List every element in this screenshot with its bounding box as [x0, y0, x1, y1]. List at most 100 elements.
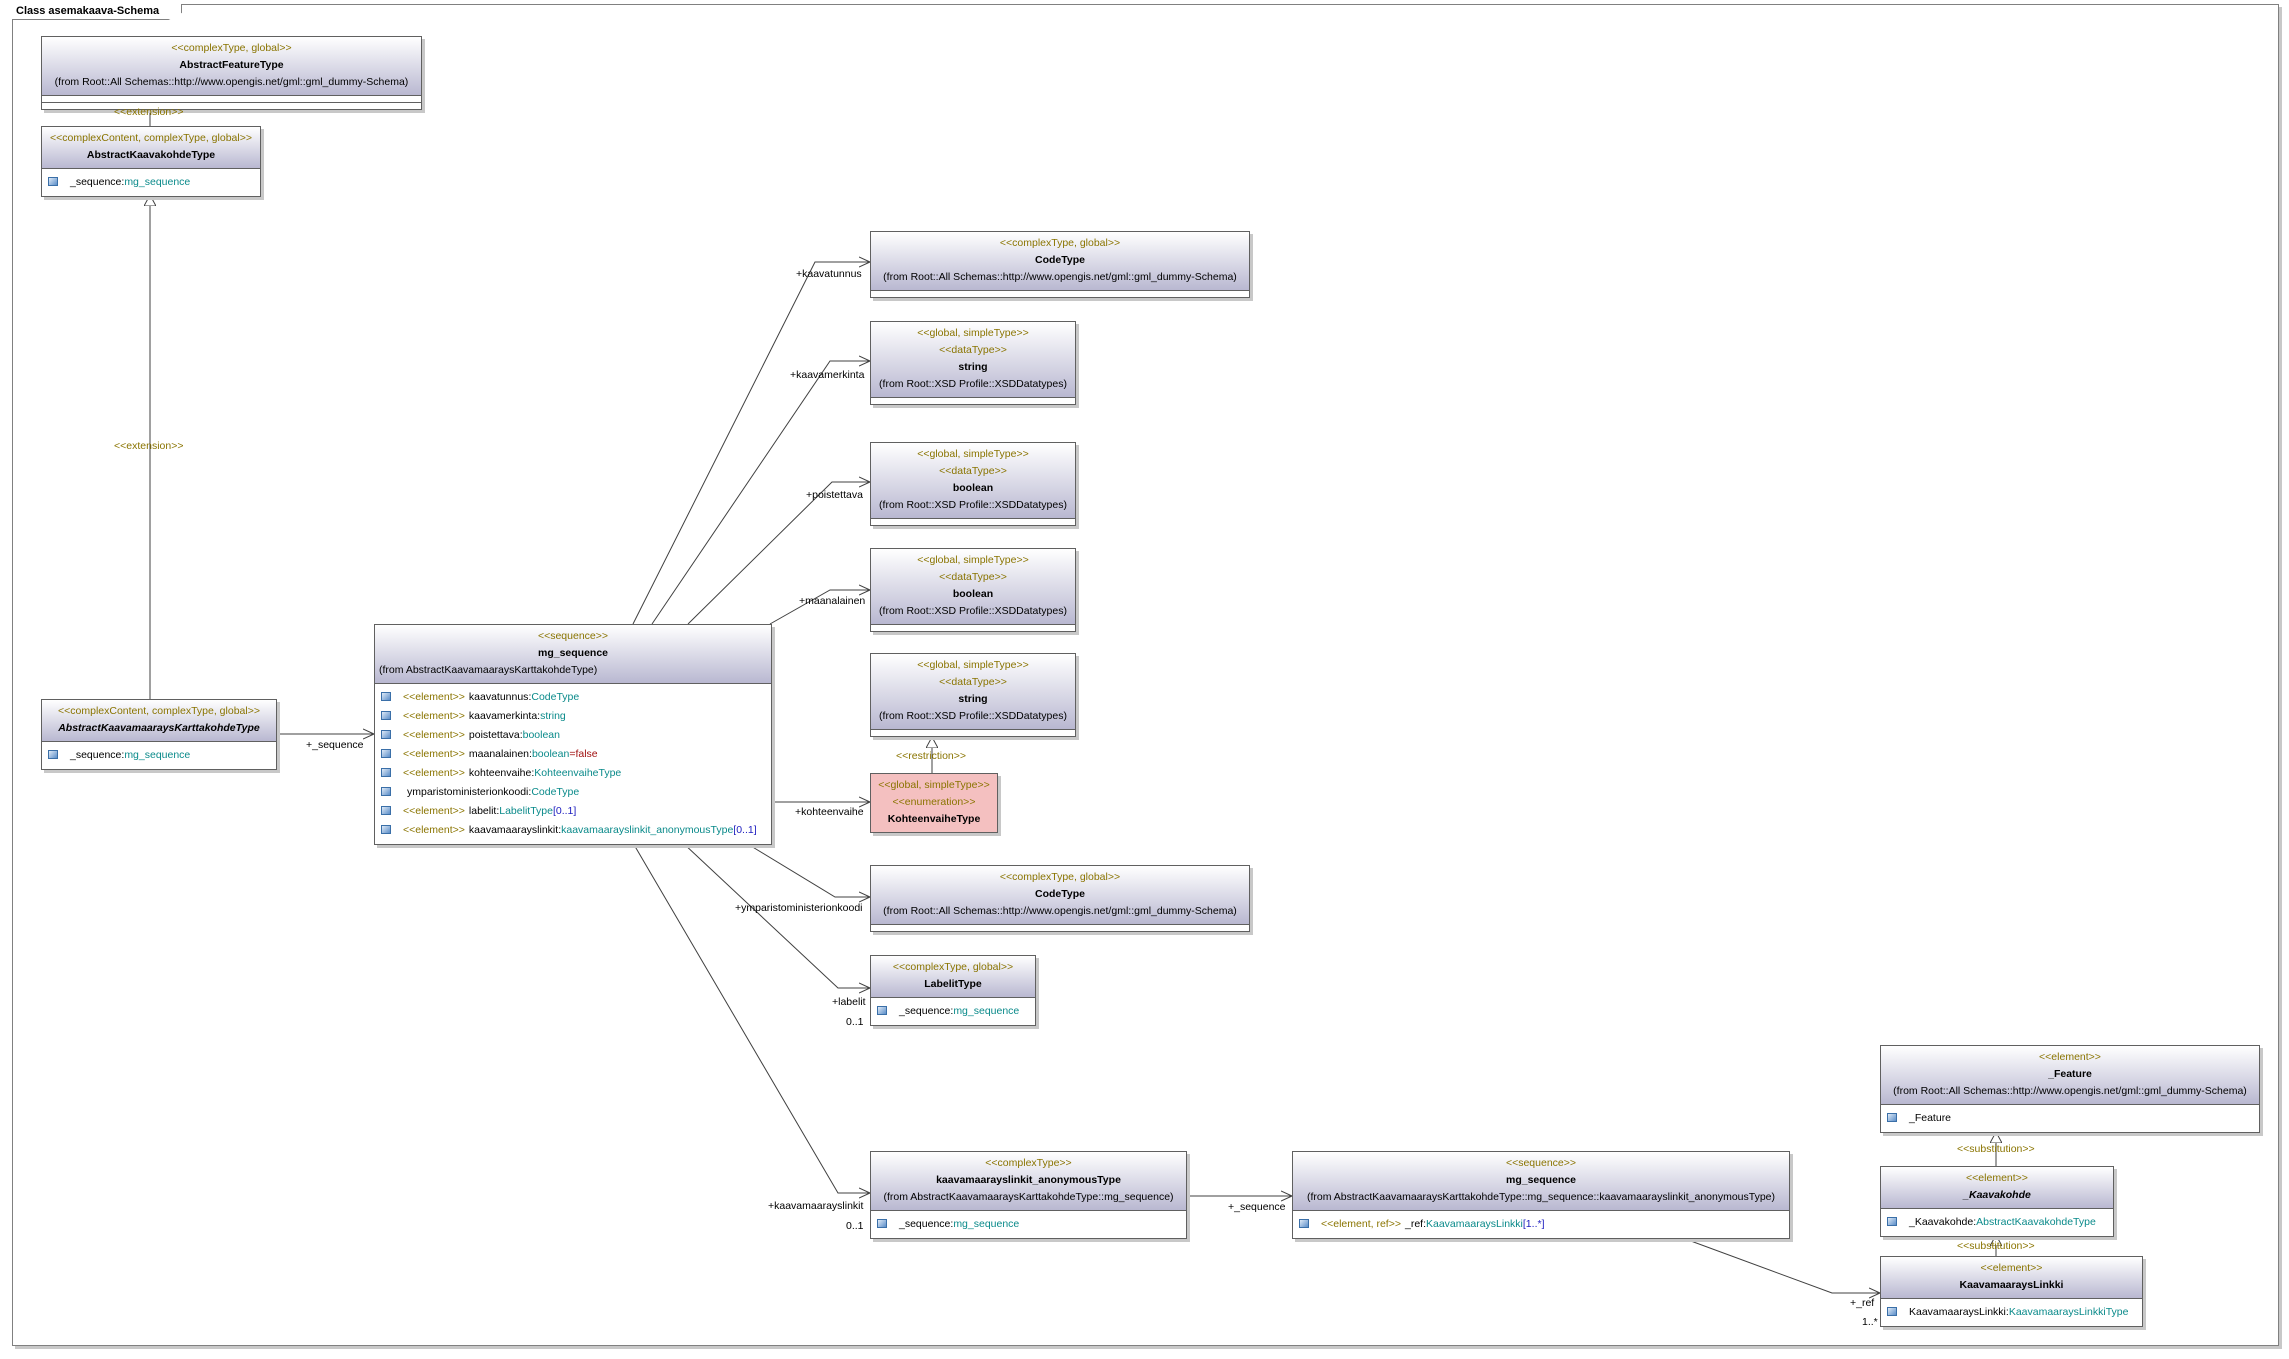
attribute-icon: [381, 749, 391, 758]
stereotype: <<complexContent, complexType, global>>: [50, 132, 252, 144]
label-role-kaavamerkinta: +kaavamerkinta: [790, 369, 865, 381]
attribute-row[interactable]: <<element>>kaavatunnus:CodeType: [375, 688, 771, 707]
attribute-row[interactable]: KaavamaaraysLinkki:KaavamaaraysLinkkiTyp…: [1881, 1303, 2142, 1322]
assoc-kaavamaarayslinkit: [632, 842, 870, 1193]
class-kaavakohde[interactable]: <<element>> _Kaavakohde _Kaavakohde:Abst…: [1880, 1166, 2114, 1237]
attribute-row[interactable]: _sequence:mg_sequence: [42, 746, 276, 765]
diagram-title: Class asemakaava-Schema: [12, 4, 183, 20]
class-codetype-2[interactable]: <<complexType, global>> CodeType (from R…: [870, 865, 1250, 932]
class-header: <<complexContent, complexType, global>> …: [42, 700, 276, 742]
class-origin: (from AbstractKaavamaaraysKarttakohdeTyp…: [1306, 1191, 1776, 1203]
attribute-compartment: [871, 291, 1249, 297]
attribute-row[interactable]: _sequence:mg_sequence: [871, 1215, 1186, 1234]
class-header: <<element>> _Kaavakohde: [1881, 1167, 2113, 1209]
class-origin: (from Root::XSD Profile::XSDDatatypes): [879, 605, 1067, 617]
class-kaavamaarayslinkit-anonymous-type[interactable]: <<complexType>> kaavamaarayslinkit_anony…: [870, 1151, 1187, 1239]
attribute-compartment: KaavamaaraysLinkki:KaavamaaraysLinkkiTyp…: [1881, 1299, 2142, 1326]
label-role-labelit: +labelit: [832, 996, 866, 1008]
attribute-row[interactable]: _Kaavakohde:AbstractKaavakohdeType: [1881, 1213, 2113, 1232]
attribute-row[interactable]: <<element, ref>>_ref:KaavamaaraysLinkki[…: [1293, 1215, 1789, 1234]
attribute-row[interactable]: <<element>>poistettava:boolean: [375, 726, 771, 745]
attribute-compartment: [871, 730, 1075, 736]
assoc-labelit: [682, 842, 870, 988]
label-role-poistettava: +poistettava: [806, 489, 863, 501]
stereotype: <<complexType, global>>: [171, 42, 292, 54]
class-header: <<element>> KaavamaaraysLinkki: [1881, 1257, 2142, 1299]
stereotype: <<sequence>>: [537, 630, 609, 642]
attribute-icon: [877, 1006, 887, 1015]
attribute-row[interactable]: _Feature: [1881, 1109, 2259, 1128]
class-feature[interactable]: <<element>> _Feature (from Root::All Sch…: [1880, 1045, 2260, 1133]
label-mult-ref: 1..*: [1862, 1316, 1878, 1328]
class-origin: (from Root::XSD Profile::XSDDatatypes): [879, 378, 1067, 390]
label-role-kaavamaarayslinkit: +kaavamaarayslinkit: [768, 1200, 864, 1212]
attribute-row[interactable]: <<element>>labelit:LabelitType[0..1]: [375, 802, 771, 821]
attribute-icon: [381, 806, 391, 815]
class-header: <<complexType, global>> CodeType (from R…: [871, 866, 1249, 925]
attribute-row[interactable]: <<element>>kohteenvaihe:KohteenvaiheType: [375, 764, 771, 783]
attribute-icon: [1887, 1307, 1897, 1316]
attribute-compartment: _Feature: [1881, 1105, 2259, 1132]
attribute-compartment: [871, 625, 1075, 631]
attribute-row[interactable]: _sequence:mg_sequence: [42, 173, 260, 192]
label-extension-1: <<extension>>: [114, 106, 184, 118]
stereotype: <<element>>: [1980, 1262, 2043, 1274]
class-labelit-type[interactable]: <<complexType, global>> LabelitType _seq…: [870, 955, 1036, 1026]
class-abstract-kaavamaarays-karttakohde-type[interactable]: <<complexContent, complexType, global>> …: [41, 699, 277, 770]
class-header: <<global, simpleType>> <<dataType>> bool…: [871, 549, 1075, 625]
attribute-row[interactable]: <<element>>kaavamaarayslinkit:kaavamaara…: [375, 821, 771, 840]
class-mg-sequence-main[interactable]: <<sequence>> mg_sequence (from AbstractK…: [374, 624, 772, 845]
attribute-compartment: _sequence:mg_sequence: [871, 998, 1035, 1025]
attribute-compartment: [871, 398, 1075, 404]
class-kohteenvaihe-type[interactable]: <<global, simpleType>> <<enumeration>> K…: [870, 773, 998, 833]
stereotype: <<global, simpleType>>: [878, 779, 990, 791]
attribute-icon: [877, 1219, 887, 1228]
class-name: LabelitType: [924, 978, 982, 990]
attribute-icon: [48, 177, 58, 186]
attribute-row[interactable]: _sequence:mg_sequence: [871, 1002, 1035, 1021]
class-name: AbstractFeatureType: [179, 59, 284, 71]
class-name: _Kaavakohde: [1963, 1189, 2031, 1201]
class-name: kaavamaarayslinkit_anonymousType: [936, 1174, 1121, 1186]
stereotype: <<element>>: [1966, 1172, 2028, 1184]
stereotype: <<complexType, global>>: [999, 237, 1121, 249]
label-role-ref: +_ref: [1850, 1297, 1875, 1309]
class-mg-sequence-2[interactable]: <<sequence>> mg_sequence (from AbstractK…: [1292, 1151, 1790, 1239]
assoc-kaavatunnus: [632, 262, 870, 625]
class-origin: (from Root::XSD Profile::XSDDatatypes): [879, 710, 1067, 722]
attribute-compartment: [871, 519, 1075, 525]
label-restriction: <<restriction>>: [896, 750, 967, 762]
label-role-sequence-2: +_sequence: [1228, 1201, 1286, 1213]
class-kaavamaarays-linkki[interactable]: <<element>> KaavamaaraysLinkki Kaavamaar…: [1880, 1256, 2143, 1327]
assoc-ymparistoministerionkoodi: [745, 842, 870, 897]
attribute-compartment: <<element, ref>>_ref:KaavamaaraysLinkki[…: [1293, 1211, 1789, 1238]
class-name: KaavamaaraysLinkki: [1959, 1279, 2064, 1291]
label-mult-kaavamaarayslinkit: 0..1: [846, 1220, 864, 1232]
class-origin: (from Root::All Schemas::http://www.open…: [1893, 1085, 2247, 1097]
class-boolean-1[interactable]: <<global, simpleType>> <<dataType>> bool…: [870, 442, 1076, 526]
class-header: <<sequence>> mg_sequence (from AbstractK…: [375, 625, 771, 684]
attribute-row[interactable]: <<element>>maanalainen:boolean=false: [375, 745, 771, 764]
assoc-kaavamerkinta: [651, 361, 870, 625]
class-boolean-2[interactable]: <<global, simpleType>> <<dataType>> bool…: [870, 548, 1076, 632]
stereotype-secondary: <<dataType>>: [939, 676, 1007, 688]
class-name: CodeType: [1035, 888, 1085, 900]
label-mult-labelit: 0..1: [846, 1016, 864, 1028]
attribute-compartment: _Kaavakohde:AbstractKaavakohdeType: [1881, 1209, 2113, 1236]
class-codetype-1[interactable]: <<complexType, global>> CodeType (from R…: [870, 231, 1250, 298]
class-name: boolean: [952, 482, 994, 494]
class-string-2[interactable]: <<global, simpleType>> <<dataType>> stri…: [870, 653, 1076, 737]
attribute-row[interactable]: ymparistoministerionkoodi:CodeType: [375, 783, 771, 802]
class-header: <<complexType, global>> LabelitType: [871, 956, 1035, 998]
label-role-kohteenvaihe: +kohteenvaihe: [795, 806, 864, 818]
attribute-row[interactable]: <<element>>kaavamerkinta:string: [375, 707, 771, 726]
label-role-sequence-1: +_sequence: [306, 739, 364, 751]
class-string-1[interactable]: <<global, simpleType>> <<dataType>> stri…: [870, 321, 1076, 405]
class-name: AbstractKaavakohdeType: [86, 149, 216, 161]
class-abstract-feature-type[interactable]: <<complexType, global>> AbstractFeatureT…: [41, 36, 422, 110]
class-name: string: [958, 361, 988, 373]
assoc-maanalainen: [769, 590, 870, 625]
class-abstract-kaavakohde-type[interactable]: <<complexContent, complexType, global>> …: [41, 126, 261, 197]
stereotype: <<sequence>>: [1505, 1157, 1577, 1169]
